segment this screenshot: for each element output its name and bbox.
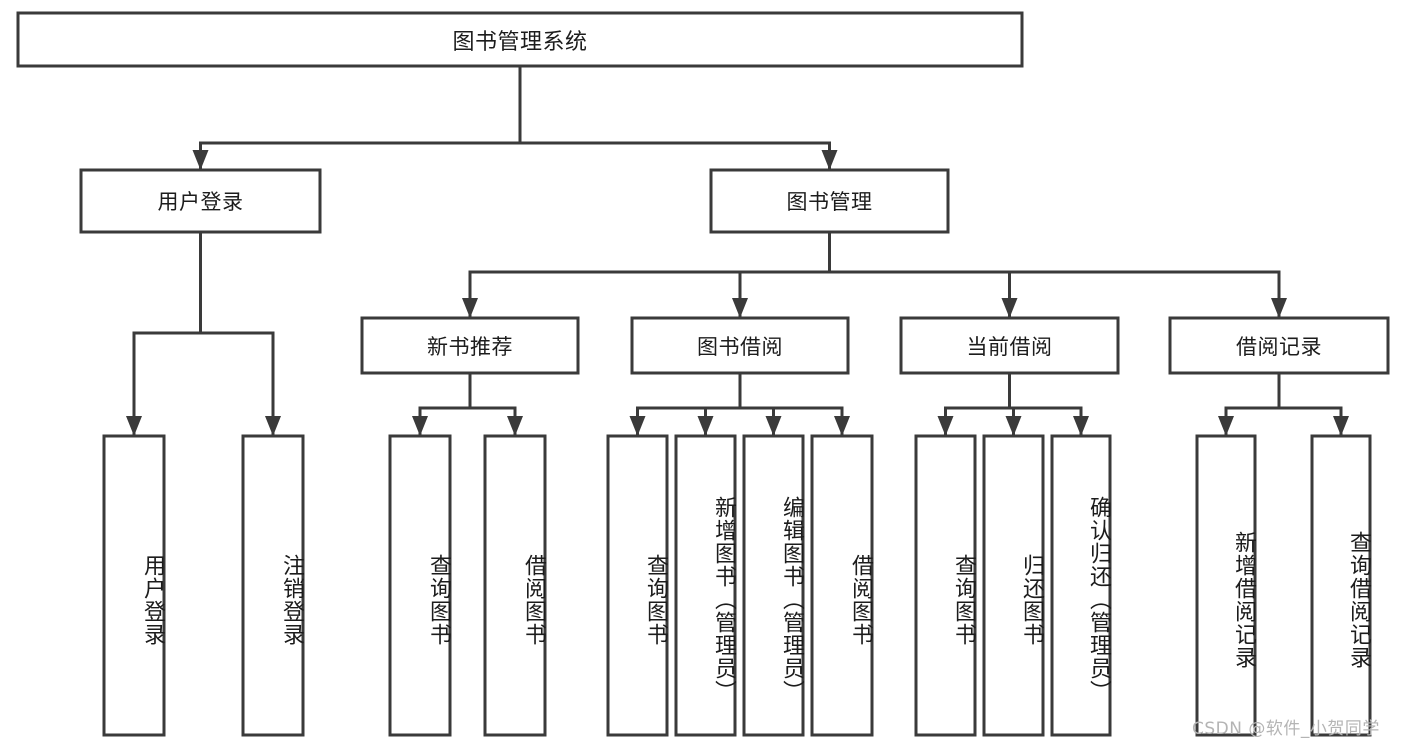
leaf-0-arrow-0 bbox=[126, 416, 142, 436]
node-box-leaf-2[interactable] bbox=[388, 434, 452, 737]
leaf-2-arrow-0 bbox=[629, 416, 646, 436]
node-box-l3-2[interactable] bbox=[899, 316, 1120, 375]
leaf-2-arrow-1 bbox=[697, 416, 714, 436]
bookmgmt-arrow-3 bbox=[1271, 298, 1287, 318]
leaf-2-arrow-2 bbox=[765, 416, 782, 436]
root-arrow-0 bbox=[192, 150, 209, 170]
leaf-4-arrow-0 bbox=[1218, 416, 1234, 436]
node-box-l3-1[interactable] bbox=[630, 316, 850, 375]
leaf-3-arrow-0 bbox=[937, 416, 954, 436]
node-box-l2-0[interactable] bbox=[79, 168, 322, 234]
root-arrow-1 bbox=[821, 150, 838, 170]
node-box-leaf-9[interactable] bbox=[982, 434, 1045, 737]
node-box-leaf-12[interactable] bbox=[1310, 434, 1372, 737]
node-box-leaf-8[interactable] bbox=[914, 434, 977, 737]
node-box-leaf-6[interactable] bbox=[742, 434, 805, 737]
leaf-0-arrow-1 bbox=[265, 416, 281, 436]
bookmgmt-arrow-0 bbox=[462, 298, 478, 318]
leaf-3-arrow-2 bbox=[1073, 416, 1089, 436]
boxes-layer bbox=[16, 11, 1390, 737]
leaf-4-arrow-1 bbox=[1333, 416, 1349, 436]
node-box-leaf-7[interactable] bbox=[810, 434, 874, 737]
connectors-layer bbox=[126, 64, 1349, 436]
leaf-1-arrow-0 bbox=[412, 416, 428, 436]
node-box-leaf-5[interactable] bbox=[674, 434, 737, 737]
node-box-l3-3[interactable] bbox=[1168, 316, 1390, 375]
leaf-1-arrow-1 bbox=[507, 416, 523, 436]
node-box-l2-1[interactable] bbox=[709, 168, 950, 234]
leaf-2-arrow-3 bbox=[834, 416, 850, 436]
bookmgmt-arrow-2 bbox=[1001, 298, 1018, 318]
node-box-leaf-11[interactable] bbox=[1195, 434, 1257, 737]
node-box-leaf-1[interactable] bbox=[241, 434, 305, 737]
node-box-leaf-10[interactable] bbox=[1050, 434, 1112, 737]
leaf-3-arrow-1 bbox=[1005, 416, 1022, 436]
bookmgmt-arrow-1 bbox=[732, 298, 748, 318]
node-box-leaf-4[interactable] bbox=[606, 434, 669, 737]
node-box-root[interactable] bbox=[16, 11, 1024, 68]
node-box-leaf-0[interactable] bbox=[102, 434, 166, 737]
node-box-leaf-3[interactable] bbox=[483, 434, 547, 737]
node-box-l3-0[interactable] bbox=[360, 316, 580, 375]
